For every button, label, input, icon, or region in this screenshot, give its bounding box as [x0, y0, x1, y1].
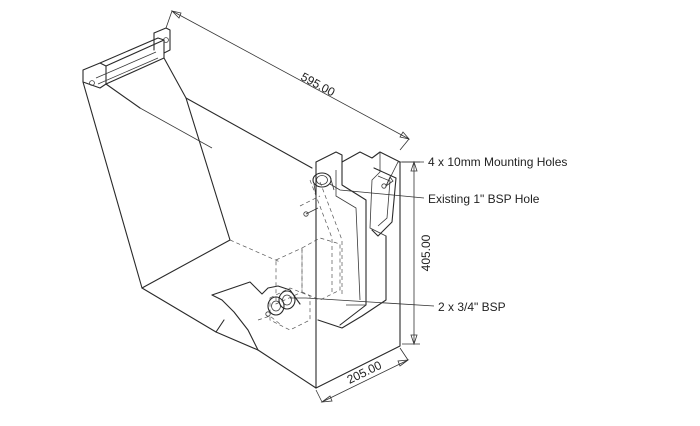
callout-existing-hole-label: Existing 1" BSP Hole: [428, 192, 540, 206]
callout-existing-hole: Existing 1" BSP Hole: [329, 183, 540, 206]
dimension-height-value: 405.00: [419, 234, 433, 271]
dimension-width: 205.00: [315, 347, 410, 403]
tank-body-outline: [82, 27, 401, 389]
dimension-length: 595.00: [165, 10, 411, 151]
callout-mounting-holes: 4 x 10mm Mounting Holes: [385, 155, 567, 188]
callout-bsp-ports: 2 x 3/4" BSP: [290, 297, 506, 314]
mounting-hole-marker: [303, 207, 319, 217]
dimension-length-value: 595.00: [298, 70, 337, 100]
callout-bsp-ports-label: 2 x 3/4" BSP: [438, 300, 506, 314]
hidden-features: [229, 179, 343, 331]
dimension-height: 405.00: [402, 160, 433, 346]
dimension-width-value: 205.00: [345, 358, 384, 387]
existing-bsp-hole: [312, 172, 335, 197]
callout-mounting-holes-label: 4 x 10mm Mounting Holes: [428, 155, 567, 169]
bsp-ports: [265, 290, 296, 317]
